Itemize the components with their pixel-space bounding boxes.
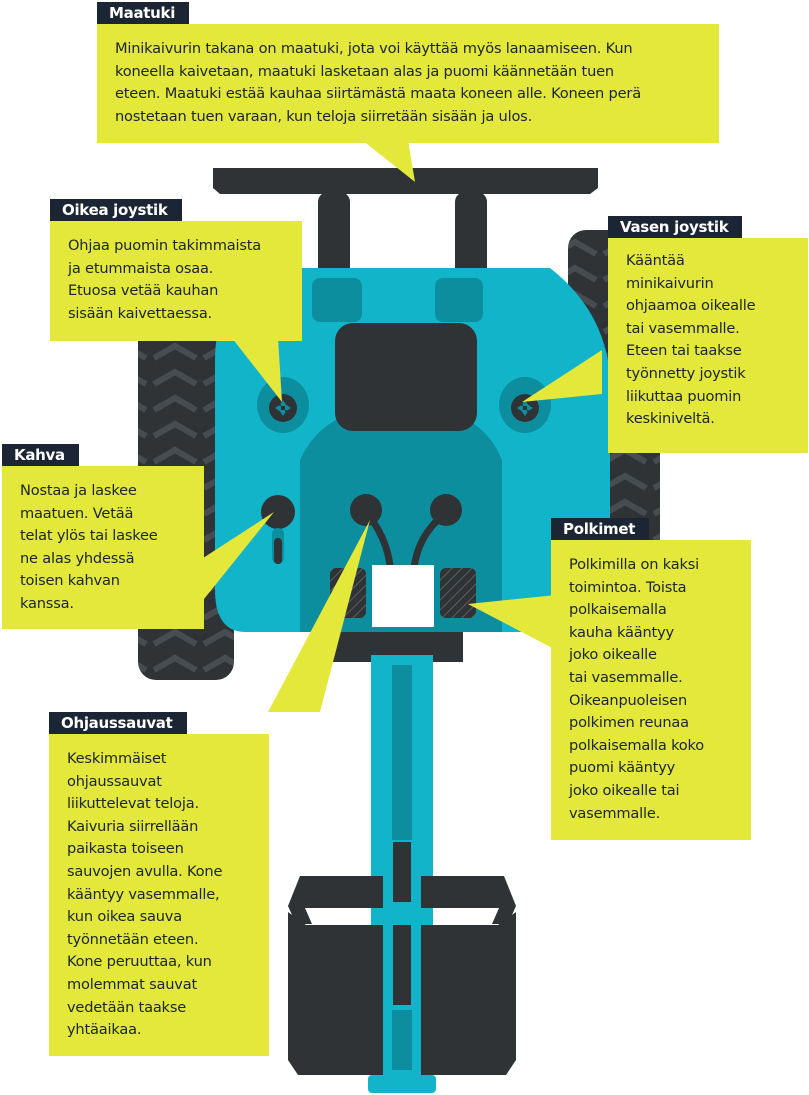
callout-line: Eteen tai taakse: [626, 342, 742, 360]
callout-line: yhtäaikaa.: [67, 1021, 142, 1039]
callout-line: minikaivurin: [626, 274, 714, 292]
callout-line: työnnetään eteen.: [67, 930, 199, 948]
callout-kahva: Nostaa ja laskee maatuen. Vetää telat yl…: [2, 466, 204, 629]
callout-line: polkaisemalla koko: [569, 736, 704, 754]
callout-line: ohjaussauvat: [67, 772, 162, 790]
callout-line: sauvojen avulla. Kone: [67, 862, 223, 880]
callout-line: Kääntää: [626, 252, 685, 269]
callout-line: toimintoa. Toista: [569, 578, 687, 596]
callout-line: Etuosa vetää kauhan: [68, 282, 219, 300]
label-kahva: Kahva: [2, 444, 79, 466]
callout-line: polkimen reunaa: [569, 714, 689, 732]
callout-line: ja etummaista osaa.: [68, 259, 214, 277]
callout-line: nostetaan tuen varaan, kun teloja siirre…: [115, 107, 533, 125]
callout-line: Kone peruuttaa, kun: [67, 953, 212, 971]
callout-line: Kaivuria siirrellään: [67, 817, 199, 835]
callout-line: työnnetty joystik: [626, 364, 746, 382]
label-polkimet: Polkimet: [551, 518, 650, 540]
callout-maatuki: Minikaivurin takana on maatuki, jota voi…: [97, 24, 719, 143]
cab: [215, 268, 610, 632]
callout-line: Minikaivurin takana on maatuki, jota voi…: [115, 40, 633, 57]
lever-handle: [261, 495, 295, 564]
bucket: [288, 876, 516, 1075]
callout-line: sisään kaivettaessa.: [68, 304, 212, 322]
ground-support-blade: [213, 168, 598, 278]
callout-line: vedetään taakse: [67, 998, 186, 1016]
callout-line: joko oikealle tai: [569, 781, 680, 799]
callout-vasen-joystik: Kääntää minikaivurin ohjaamoa oikealle t…: [608, 238, 808, 453]
callout-polkimet: Polkimilla on kaksi toimintoa. Toista po…: [551, 540, 751, 840]
callout-line: liikuttaa puomin: [626, 387, 742, 405]
callout-line: molemmat sauvat: [67, 975, 198, 993]
callout-line: ne alas yhdessä: [20, 549, 135, 567]
callout-line: liikuttelevat teloja.: [67, 795, 199, 813]
callout-ohjaussauvat: Keskimmäiset ohjaussauvat liikuttelevat …: [49, 734, 269, 1056]
callout-line: kauha kääntyy: [569, 623, 674, 641]
callout-line: joko oikealle: [569, 646, 657, 664]
label-ohjaussauvat: Ohjaussauvat: [49, 712, 187, 734]
callout-line: Ohjaa puomin takimmaista: [68, 237, 261, 254]
callout-line: ohjaamoa oikealle: [626, 297, 756, 315]
callout-line: Polkimilla on kaksi: [569, 556, 699, 573]
callout-line: tai vasemmalle.: [569, 668, 683, 686]
callout-line: keskiniveltä.: [626, 410, 715, 428]
right-joystick: [269, 394, 297, 422]
callout-line: Oikeanpuoleisen: [569, 691, 688, 709]
callout-line: kun oikea sauva: [67, 908, 182, 926]
callout-line: koneella kaivetaan, maatuki lasketaan al…: [115, 62, 614, 80]
callout-oikea-joystik: Ohjaa puomin takimmaista ja etummaista o…: [50, 221, 302, 341]
callout-line: eteen. Maatuki estää kauhaa siirtämästä …: [115, 85, 641, 103]
callout-line: tai vasemmalle.: [626, 319, 740, 337]
callout-line: puomi kääntyy: [569, 759, 676, 777]
label-vasen-joystik: Vasen joystik: [608, 216, 743, 238]
callout-line: kääntyy vasemmalle,: [67, 885, 220, 903]
boom: [333, 630, 463, 1093]
callout-line: kanssa.: [20, 594, 74, 612]
label-oikea-joystik: Oikea joystik: [50, 199, 182, 221]
callout-line: maatuen. Vetää: [20, 504, 134, 522]
callout-line: paikasta toiseen: [67, 840, 184, 858]
callout-line: toisen kahvan: [20, 572, 120, 590]
callout-line: telat ylös tai laskee: [20, 527, 158, 545]
callout-line: polkaisemalla: [569, 601, 667, 619]
label-maatuki: Maatuki: [97, 2, 190, 24]
callout-line: Nostaa ja laskee: [20, 482, 137, 499]
callout-line: Keskimmäiset: [67, 750, 167, 767]
callout-line: vasemmalle.: [569, 804, 661, 822]
callout-pointers: [200, 140, 602, 712]
